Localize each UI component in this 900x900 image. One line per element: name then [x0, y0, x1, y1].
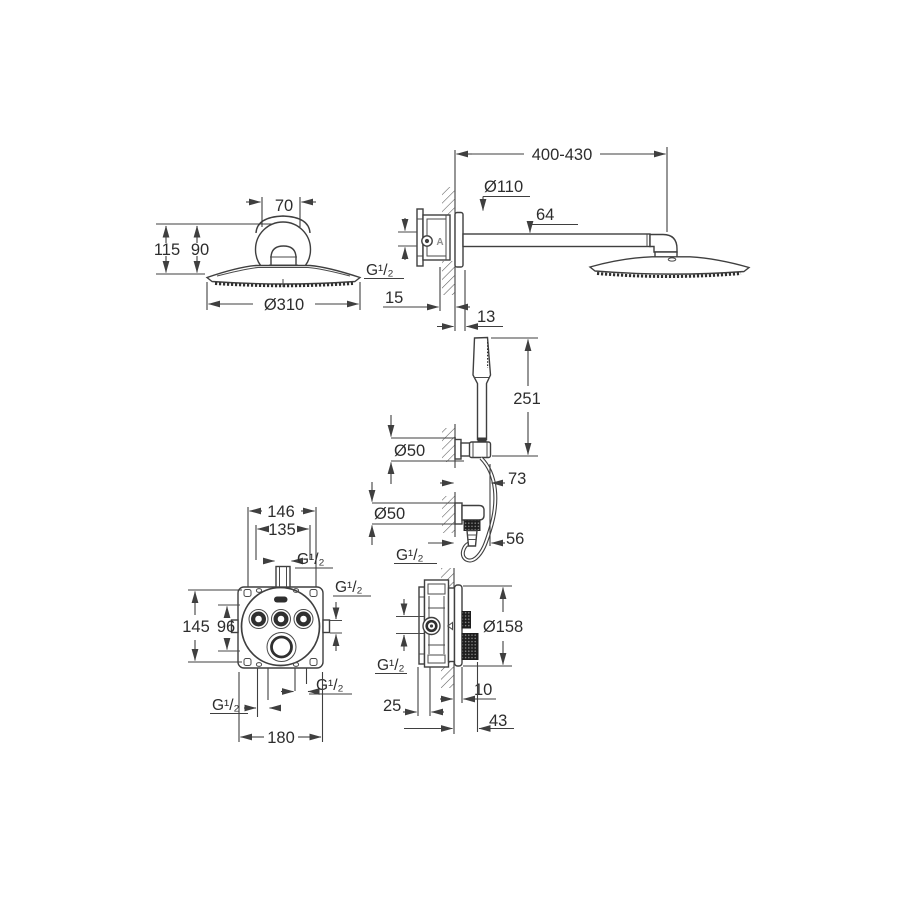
- plate-slot: [274, 596, 288, 603]
- dim-mixer-thread-bottom-right: G¹/₂: [316, 677, 344, 694]
- top-supply-port: [275, 565, 291, 588]
- dim-mixer-box-width: 180: [267, 729, 295, 747]
- shower-arm: [462, 233, 651, 248]
- dim-mixer-height-inner: 96: [217, 618, 235, 636]
- dim-outlet-diameter: Ø50: [374, 505, 405, 523]
- arm-escutcheon: [454, 211, 464, 268]
- spray-face-band: [214, 282, 354, 288]
- head-wall-cap: [255, 215, 311, 234]
- dim-recess-depth: 15: [385, 289, 403, 307]
- view-head-front: 70 115 90 Ø310: [154, 197, 362, 314]
- dim-recess-depth-side: 25: [383, 697, 401, 715]
- dim-mixer-thread-top: G¹/₂: [297, 551, 325, 568]
- dim-outlet-protrusion: 56: [506, 530, 524, 548]
- dim-holder-depth: 73: [508, 470, 526, 488]
- outlet-flange: [454, 502, 463, 525]
- dim-head-height-inner: 90: [191, 241, 209, 259]
- box-fixing-details: [243, 588, 318, 667]
- dim-mixer-thread-bottom-left: G¹/₂: [212, 697, 240, 714]
- right-port: [322, 619, 331, 634]
- dim-head-diameter: Ø310: [264, 296, 304, 314]
- wall-hatch: [442, 187, 455, 216]
- view-outlet-elbow: Ø50 56 G¹/₂: [368, 482, 524, 565]
- dim-head-offset: 64: [536, 206, 554, 224]
- dim-plate-diameter: Ø158: [483, 618, 523, 636]
- dim-outlet-thread: G¹/₂: [396, 547, 424, 564]
- view-arm-side: A 400-430 Ø110 64 G¹/₂ 15: [364, 146, 751, 331]
- dim-mixer-height-outer: 145: [182, 618, 210, 636]
- wall-hatch: [442, 496, 455, 533]
- dim-holder-diameter: Ø50: [394, 442, 425, 460]
- holder-arm: [460, 442, 471, 457]
- outlet-knurled-nut: [463, 519, 481, 531]
- holder-flange: [454, 438, 462, 460]
- dim-mixer-thread-right: G¹/₂: [335, 579, 363, 596]
- select-buttons: [248, 609, 314, 629]
- dim-arm-escutcheon-diameter: Ø110: [484, 178, 523, 196]
- thermostat-knob-side: [461, 633, 479, 660]
- dim-mixer-width-outer: 146: [267, 503, 295, 521]
- thermostat-knob: [266, 632, 297, 662]
- wall-hatch: [442, 428, 455, 462]
- dim-mixer-side-thread: G¹/₂: [377, 657, 405, 674]
- bottom-ports: [256, 668, 308, 717]
- box-marker-label: A: [436, 237, 443, 248]
- outlet-body: [461, 504, 485, 521]
- dim-mixer-width-inner: 135: [268, 521, 296, 539]
- view-mixer-side: Ø158 G¹/₂ 25 10 43: [375, 568, 523, 734]
- wall-hatch: [442, 261, 455, 295]
- dim-head-height-total: 115: [154, 241, 180, 259]
- dim-head-top-width: 70: [275, 197, 293, 215]
- head-disc: [205, 264, 362, 285]
- arm-elbow: [649, 233, 678, 253]
- mixer-escutcheon-side: [453, 584, 463, 667]
- dim-plate-gap: 10: [474, 681, 492, 699]
- wand-inlet-cap: [477, 437, 487, 443]
- mounting-bracket: [416, 208, 424, 267]
- view-mixer-front: 146 135 G¹/₂ G¹/₂ 145 96 G¹/₂: [182, 503, 371, 747]
- dim-wall-clearance: 13: [477, 308, 495, 326]
- dim-hand-shower-length: 251: [513, 390, 541, 408]
- head-side-profile: [588, 256, 751, 275]
- select-knob-side: [461, 611, 471, 629]
- left-port: [230, 619, 239, 634]
- alignment-marker: [446, 621, 453, 631]
- outlet-nipple: [466, 529, 478, 547]
- dim-arm-length: 400-430: [532, 146, 593, 164]
- dim-arm-thread: G¹/₂: [366, 262, 394, 279]
- dim-knob-protrusion: 43: [489, 712, 507, 730]
- spray-face-band: [596, 272, 742, 278]
- view-hand-shower: 251 Ø50 73: [387, 336, 541, 563]
